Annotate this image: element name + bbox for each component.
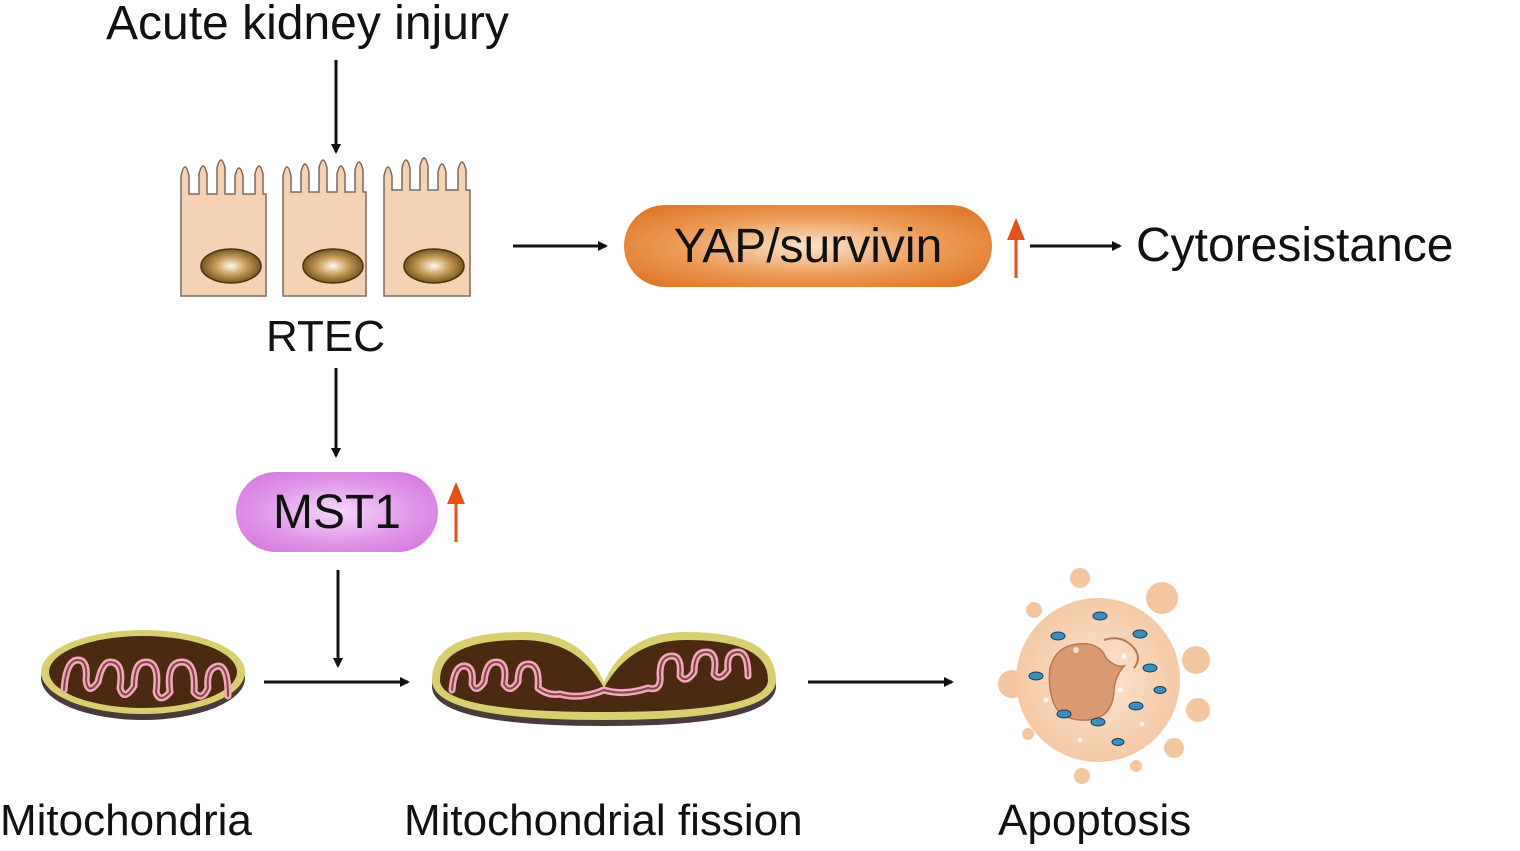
label-mst1: MST1 [272, 485, 401, 539]
epithelial-cell [180, 159, 267, 297]
mitochondrial-fission-illustration [432, 632, 776, 726]
epithelial-cell [383, 157, 471, 297]
yap-survivin-pill [624, 205, 992, 287]
apoptotic-cell-illustration [998, 568, 1210, 784]
label-mitochondrial-fission: Mitochondrial fission [404, 796, 803, 845]
upregulation-arrow-mst1 [447, 482, 465, 542]
label-yap-survivin: YAP/survivin [673, 219, 943, 273]
label-apoptosis: Apoptosis [998, 796, 1192, 845]
rtec-cells-illustration [180, 157, 471, 297]
mitochondrion-illustration [41, 630, 245, 720]
mst1-pill [236, 472, 438, 552]
title-acute-kidney-injury: Acute kidney injury [106, 0, 509, 50]
epithelial-cell [282, 159, 367, 297]
label-mitochondria: Mitochondria [0, 796, 252, 845]
label-cytoresistance: Cytoresistance [1136, 219, 1454, 272]
label-rtec: RTEC [266, 312, 385, 361]
upregulation-arrow-yap [1007, 218, 1025, 278]
